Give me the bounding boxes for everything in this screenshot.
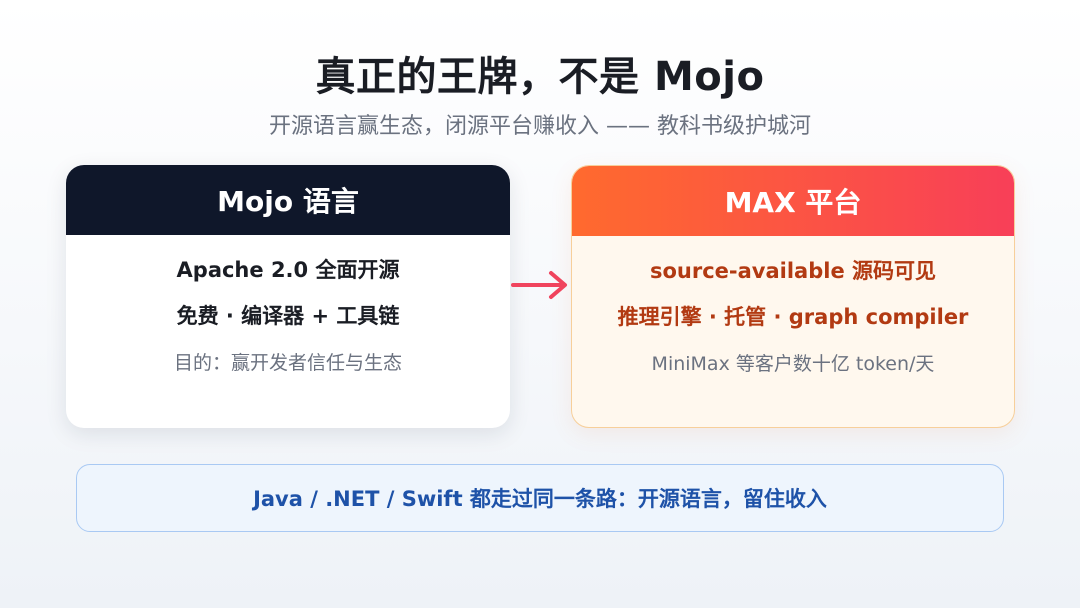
mojo-card-header: Mojo 语言 <box>66 165 510 235</box>
precedent-banner: Java / .NET / Swift 都走过同一条路：开源语言，留住收入 <box>76 464 1004 532</box>
arrow-right-icon <box>511 271 567 299</box>
max-platform-card: MAX 平台 source-available 源码可见 推理引擎 · 托管 ·… <box>571 165 1015 428</box>
max-card-body: source-available 源码可见 推理引擎 · 托管 · graph … <box>572 236 1014 379</box>
mojo-license-line: Apache 2.0 全面开源 <box>176 258 400 282</box>
max-features-line: 推理引擎 · 托管 · graph compiler <box>617 305 969 329</box>
mojo-card-body: Apache 2.0 全面开源 免费 · 编译器 + 工具链 目的：赢开发者信任… <box>66 235 510 378</box>
max-source-line: source-available 源码可见 <box>649 259 937 283</box>
mojo-language-card: Mojo 语言 Apache 2.0 全面开源 免费 · 编译器 + 工具链 目… <box>66 165 510 428</box>
precedent-banner-text: Java / .NET / Swift 都走过同一条路：开源语言，留住收入 <box>253 487 827 511</box>
page-subtitle: 开源语言赢生态，闭源平台赚收入 —— 教科书级护城河 <box>269 114 811 139</box>
max-customers-line: MiniMax 等客户数十亿 token/天 <box>651 353 935 375</box>
max-card-header: MAX 平台 <box>572 166 1014 236</box>
mojo-toolchain-line: 免费 · 编译器 + 工具链 <box>176 304 400 328</box>
page-title: 真正的王牌，不是 Mojo <box>315 54 765 100</box>
mojo-purpose-line: 目的：赢开发者信任与生态 <box>173 352 402 374</box>
